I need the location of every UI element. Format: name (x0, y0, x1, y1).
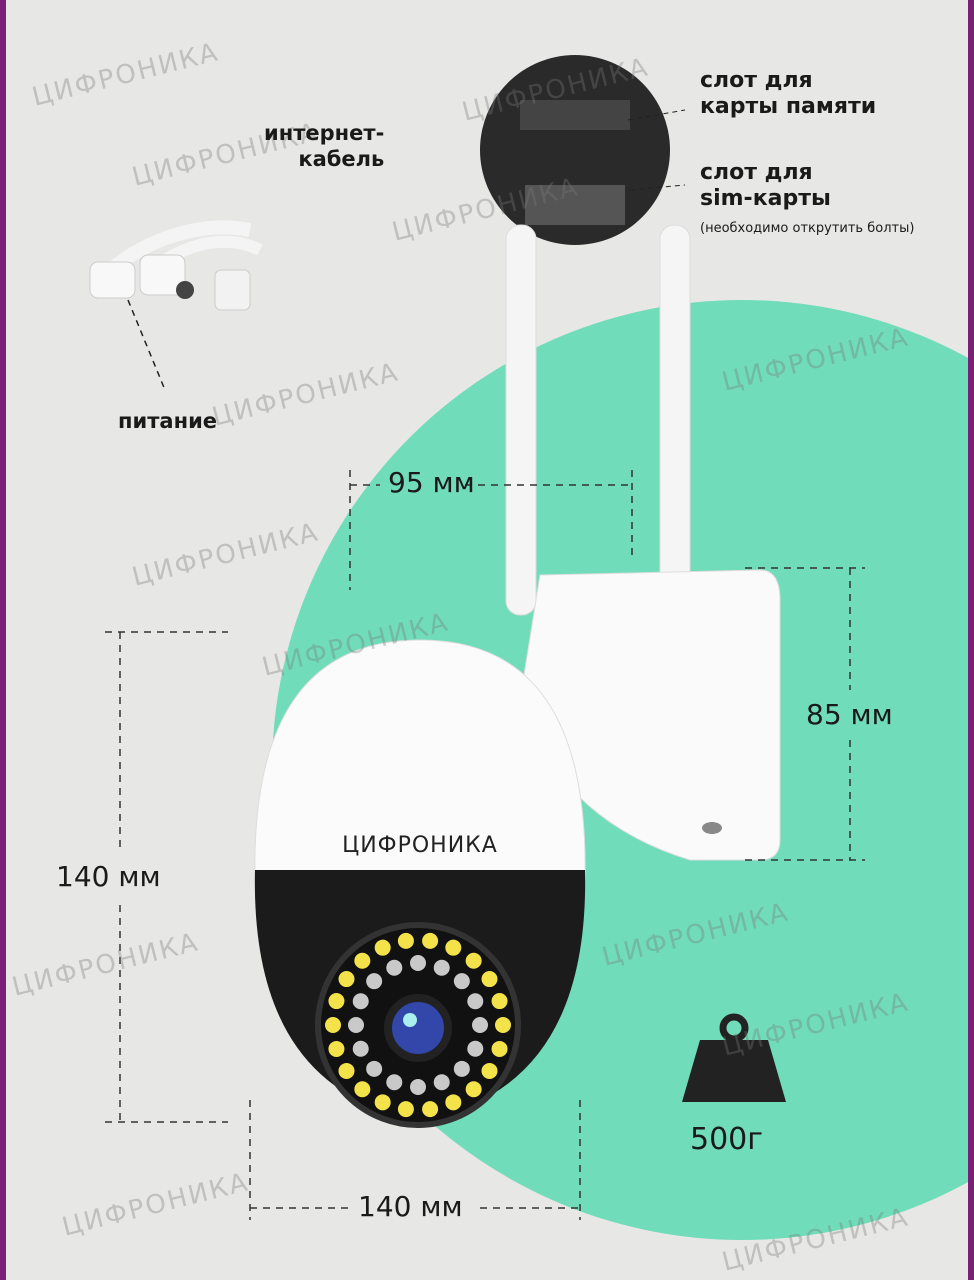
dimension-lines (105, 470, 865, 1220)
slot-detail-photo (480, 55, 686, 245)
camera-lens (384, 994, 452, 1062)
sim-slot-label: слот для sim-карты (700, 160, 831, 211)
led (386, 1074, 403, 1091)
led (422, 1101, 439, 1118)
led (445, 1094, 462, 1111)
led (374, 1094, 391, 1111)
led (491, 993, 508, 1010)
led (397, 932, 414, 949)
sim-slot-note: (необходимо открутить болты) (700, 221, 915, 236)
led (453, 1060, 470, 1077)
led (352, 1040, 369, 1057)
led (410, 1079, 426, 1095)
memory-slot-label: слот для карты памяти (700, 68, 877, 119)
led (352, 993, 369, 1010)
led (386, 959, 403, 976)
led (465, 1081, 482, 1098)
led (467, 993, 484, 1010)
camera-dome (254, 639, 586, 881)
led (467, 1040, 484, 1057)
led-ring (325, 932, 511, 1118)
led (328, 993, 345, 1010)
cable-connectors-image (89, 220, 263, 391)
mount-height-dimension: 85 мм (806, 698, 893, 731)
antenna-width-dimension: 95 мм (388, 466, 475, 499)
led (433, 959, 450, 976)
led (472, 1017, 488, 1033)
body-width-dimension: 140 мм (358, 1190, 463, 1223)
camera-brand-logo: ЦИФРОНИКА (342, 833, 498, 858)
weight-value: 500г (690, 1122, 764, 1157)
weight-icon (682, 1013, 786, 1102)
led (481, 971, 498, 988)
led (495, 1017, 511, 1033)
led (410, 955, 426, 971)
power-label: питание (118, 409, 218, 433)
frame-border-right (968, 0, 974, 1280)
led (348, 1017, 364, 1033)
led (397, 1101, 414, 1118)
led (374, 939, 391, 956)
led (366, 973, 383, 990)
led (491, 1040, 508, 1057)
led (422, 932, 439, 949)
body-height-dimension: 140 мм (56, 860, 161, 893)
led (433, 1074, 450, 1091)
led (481, 1062, 498, 1079)
led (465, 952, 482, 969)
frame-border-left (0, 0, 6, 1280)
led (453, 973, 470, 990)
antenna (505, 224, 691, 686)
internet-cable-label: интернет- кабель (264, 121, 385, 171)
led (338, 1062, 355, 1079)
led (338, 971, 355, 988)
led (366, 1060, 383, 1077)
led (354, 952, 371, 969)
led (354, 1081, 371, 1098)
led (325, 1017, 341, 1033)
led (445, 939, 462, 956)
led (328, 1040, 345, 1057)
